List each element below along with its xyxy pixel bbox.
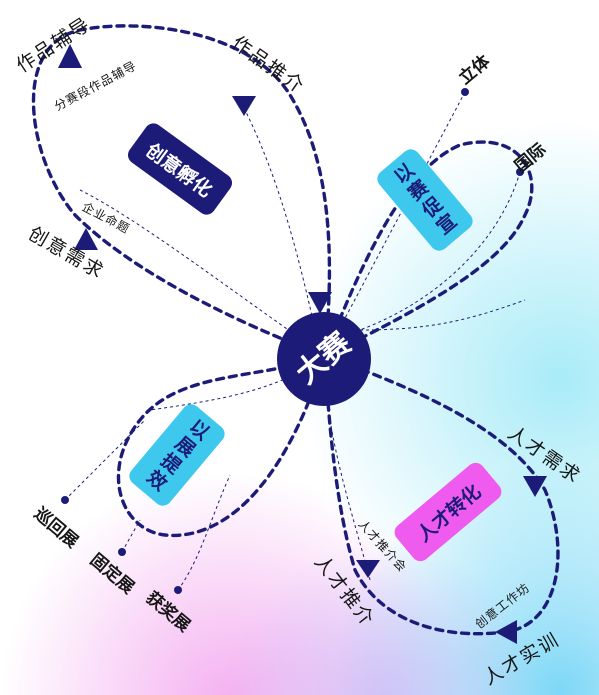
node-dot-international bbox=[516, 168, 524, 176]
loop-top-left bbox=[31, 24, 332, 358]
connector-inner-workspromo bbox=[243, 107, 321, 353]
node-dot-touring bbox=[61, 496, 69, 504]
loop-bottom-left bbox=[116, 354, 327, 538]
arrow-triangle-icon bbox=[495, 620, 517, 644]
connector-stereo bbox=[324, 91, 466, 357]
arrow-triangle-icon bbox=[356, 560, 380, 578]
arrow-triangle-icon bbox=[308, 292, 332, 314]
hub-label: 大赛 bbox=[289, 325, 358, 392]
connector-inner-topleft bbox=[79, 189, 321, 353]
node-dot-stereo bbox=[461, 88, 469, 96]
loop-top-right bbox=[323, 140, 534, 358]
hub-circle: 大赛 bbox=[277, 312, 371, 406]
connector-international bbox=[359, 171, 521, 331]
node-dot-fixed bbox=[118, 548, 126, 556]
connector-award bbox=[177, 474, 231, 591]
arrow-triangle-icon bbox=[74, 228, 98, 250]
arrow-triangle-icon bbox=[58, 44, 82, 68]
connector-fixed bbox=[121, 519, 141, 553]
loop-bottom-right bbox=[323, 354, 560, 636]
arrow-triangle-icon bbox=[232, 96, 256, 116]
node-dot-award bbox=[174, 586, 182, 594]
connector-touring bbox=[64, 419, 146, 501]
connector-talentfair bbox=[329, 419, 371, 581]
arrow-triangle-icon bbox=[523, 476, 547, 497]
